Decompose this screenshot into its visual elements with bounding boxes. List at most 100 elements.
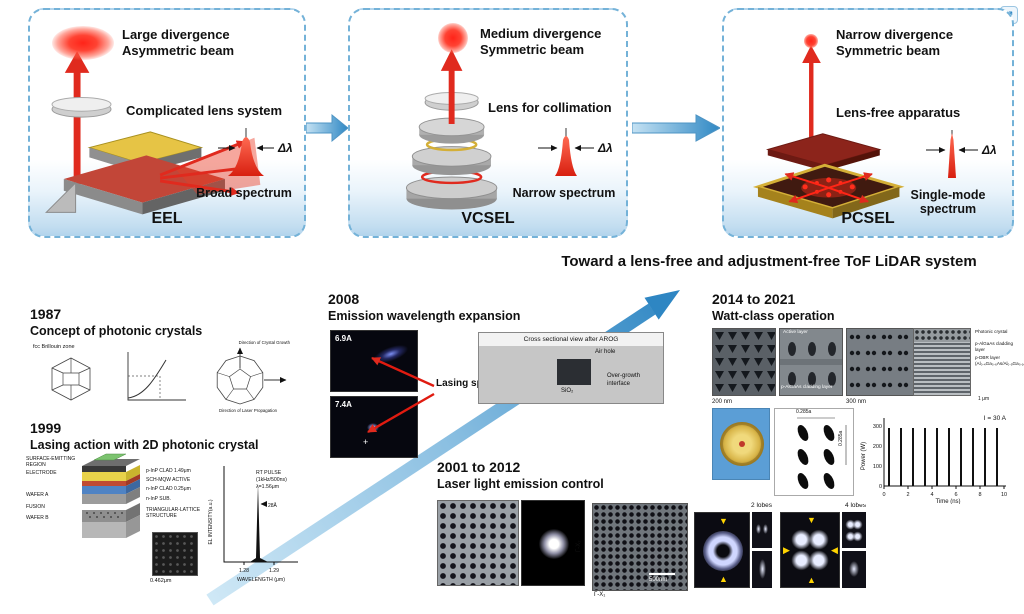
lobe-inset-top-2 [842,512,866,548]
label-active: SCH-MQW ACTIVE [146,477,191,483]
brillouin-caption: fcc Brillouin zone [33,344,75,350]
sio2-label: SiO₂ [561,388,574,394]
four-lobe-glow [781,513,839,587]
lens-stack-icon [51,96,112,118]
plot-note-pulse-cond: (1kHz/500ns) [256,477,287,483]
emission-center-dot [739,441,745,447]
polarization-arrow: ▲ [807,575,816,585]
lasing-spectrum-plot: RT PULSE (1kHz/500ns) λ=1.56μm 28Å EL IN… [208,466,298,583]
air-hole-label: Air hole [595,349,616,355]
vcsel-beam-arrow [440,49,463,124]
label-n-clad: n-InP CLAD 0.25μm [146,486,191,492]
triangular-hole-sem [712,328,776,396]
polarization-arrow: ◀ [831,545,838,555]
lobe-inset-bottom [752,551,772,588]
label-electrode: ELECTRODE [26,470,57,476]
medium-divergence-beam-spot [438,23,468,53]
optics-label: Complicated lens system [126,103,283,118]
optics-label: Lens for collimation [488,100,612,115]
dim-label-right: 0.285a [838,430,844,446]
lobe-inset-top [752,512,772,548]
single-spot-beam-pattern [521,500,585,586]
label-substrate: n-InP SUB. [146,496,171,502]
current-label-bottom: 7.4A [335,400,352,409]
divergence-label: Medium divergence [480,26,602,41]
four-lobe-beam-pattern: ▼ ▲ ▶ ◀ [780,512,840,588]
xtick-6: 6 [954,492,957,498]
sio2-mask-region [557,359,591,385]
lobe-glow [759,559,766,579]
pcsel-chip-icon [752,163,905,219]
xtick-2: 1.29 [269,568,279,574]
xtick-2: 2 [906,492,909,498]
spectrum-label: Narrow spectrum [512,186,616,200]
photonic-crystal-label: Photonic crystal [975,329,1008,334]
eel-beam-arrow [64,51,90,185]
delta-lambda-label: Δλ [597,141,613,155]
dim-label-top: 0.285a [796,409,812,415]
plot-note-rt-pulse: RT PULSE [256,470,282,476]
vcsel-disk-stack-icon [405,117,498,210]
laser-layer-stack-diagram [82,453,140,538]
time-xlabel: Time (ns) [935,499,960,504]
ytick-300: 300 [873,424,882,430]
dbr-cross-section-sem [913,328,971,396]
dbr-layer-label: p-DBR layer (Al₀.₄Ga₀.₆As/Al₀.₉Ga₀.₁As) [975,355,1024,366]
scale-label-300nm: 300 nm [846,399,867,405]
scale-label-200nm: 200 nm [712,399,733,405]
double-lattice-sem [846,328,914,396]
pulse-power-plot: I = 30 A 0 100 200 300 Power (W) 0 2 4 6… [858,408,1010,504]
title-2014-2021: Watt-class operation [712,309,835,323]
doughnut-beam-pattern: ▼ ▲ [694,512,750,588]
lattice-unit-cell-diagram [774,408,854,496]
title-2008: Emission wavelength expansion [328,309,521,323]
panel-title-pcsel: PCSEL [841,210,895,227]
power-ylabel: Power (W) [861,442,867,470]
label-wafer-b: WAFER B [26,515,49,521]
current-label-top: 6.9A [335,334,352,343]
xtick-4: 4 [930,492,933,498]
two-lobes-caption: 2 lobes [751,502,772,509]
title-1987: Concept of photonic crystals [30,324,203,338]
sem-title: Cross sectional view after AROG [479,333,663,346]
label-p-clad: p-InP CLAD 1.49μm [146,468,191,474]
lobe-glow [842,512,866,548]
beam-spot-glow [539,529,569,559]
headline: Toward a lens-free and adjustment-free T… [561,253,977,270]
label-wafer-a: WAFER A [26,492,49,498]
fine-lattice-sem: 500nm [592,503,688,591]
title-1999: Lasing action with 2D photonic crystal [30,438,259,452]
plot-note-lambda: λ=1.56μm [256,484,279,490]
overgrowth-interface-label: Over-growth interface [607,373,641,387]
beam-shape-label: Asymmetric beam [122,43,234,58]
active-layer-label: Active layer [783,330,808,335]
cladding-layer-label-2: p-AlGaAs cladding layer [975,341,1014,352]
year-2001-2012: 2001 to 2012 [437,459,521,475]
xtick-10: 10 [1001,492,1007,498]
narrow-divergence-beam-spot [804,34,818,48]
pcsel-chip-photo [712,408,770,480]
pulse-train [888,428,998,486]
ytick-0: 0 [879,484,882,490]
divergence-label: Large divergence [122,27,230,42]
band-diagram-sketch [127,352,186,401]
vcsel-device-illustration [405,49,498,210]
spectrum-plot: Δλ [218,128,293,176]
year-1999: 1999 [30,420,62,436]
optics-label: Lens-free apparatus [836,105,961,120]
year-2008: 2008 [328,291,360,307]
flow-arrow-eel-to-vcsel [306,113,348,143]
delta-lambda-label: Δλ [981,143,997,157]
lobe-inset-bottom-2 [842,551,866,588]
lasing-spot-label: Lasing spot [436,378,493,389]
large-divergence-beam-spot [52,26,114,60]
doughnut-glow [703,531,743,571]
flow-arrow-vcsel-to-pcsel [632,114,720,142]
plot-ylabel: EL INTENSITY(a.u.) [208,499,214,544]
panel-title-vcsel: VCSEL [461,210,515,227]
scale-bar [649,573,675,575]
polarization-arrow: ▼ [719,516,728,526]
photonic-crystal-polyhedron-sketch: Direction of Crystal Growth Direction of… [216,340,291,413]
panel-vcsel: Medium divergence Symmetric beam Lens fo… [348,8,628,238]
